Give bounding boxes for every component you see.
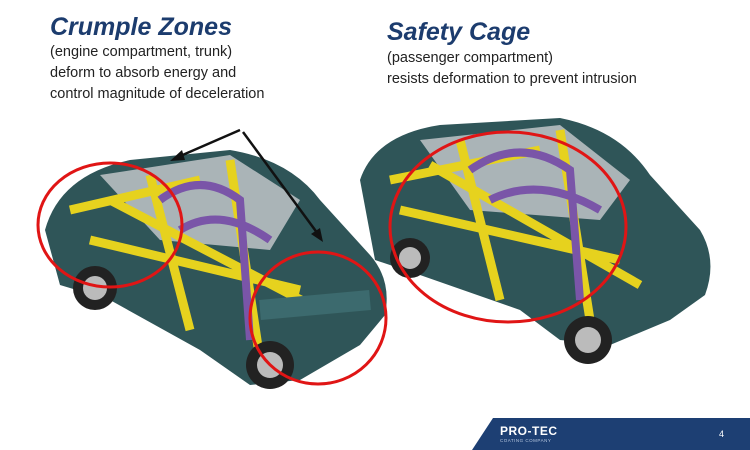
company-logo: PRO-TEC — [500, 424, 558, 438]
pointer-arrows — [170, 128, 323, 242]
description-line: (passenger compartment) — [387, 50, 554, 66]
company-logo-subtitle: COATING COMPANY — [500, 438, 552, 443]
footer-bar — [472, 418, 750, 450]
crumple-zones-title: Crumple Zones — [50, 13, 232, 41]
description-line: control magnitude of deceleration — [50, 86, 265, 102]
right-car-illustration — [360, 118, 711, 364]
page-number: 4 — [719, 429, 725, 439]
safety-cage-description: (passenger compartment) resists deformat… — [387, 48, 637, 90]
left-car-illustration — [45, 150, 387, 389]
description-line: deform to absorb energy and — [50, 65, 237, 81]
crumple-zone-front-highlight — [36, 161, 184, 289]
safety-cage-title: Safety Cage — [387, 18, 531, 46]
description-line: (engine compartment, trunk) — [50, 44, 233, 60]
description-line: resists deformation to prevent intrusion — [387, 71, 637, 87]
crumple-zones-description: (engine compartment, trunk) deform to ab… — [50, 42, 264, 105]
crumple-zone-rear-highlight — [248, 250, 388, 386]
safety-cage-highlight — [388, 130, 628, 324]
